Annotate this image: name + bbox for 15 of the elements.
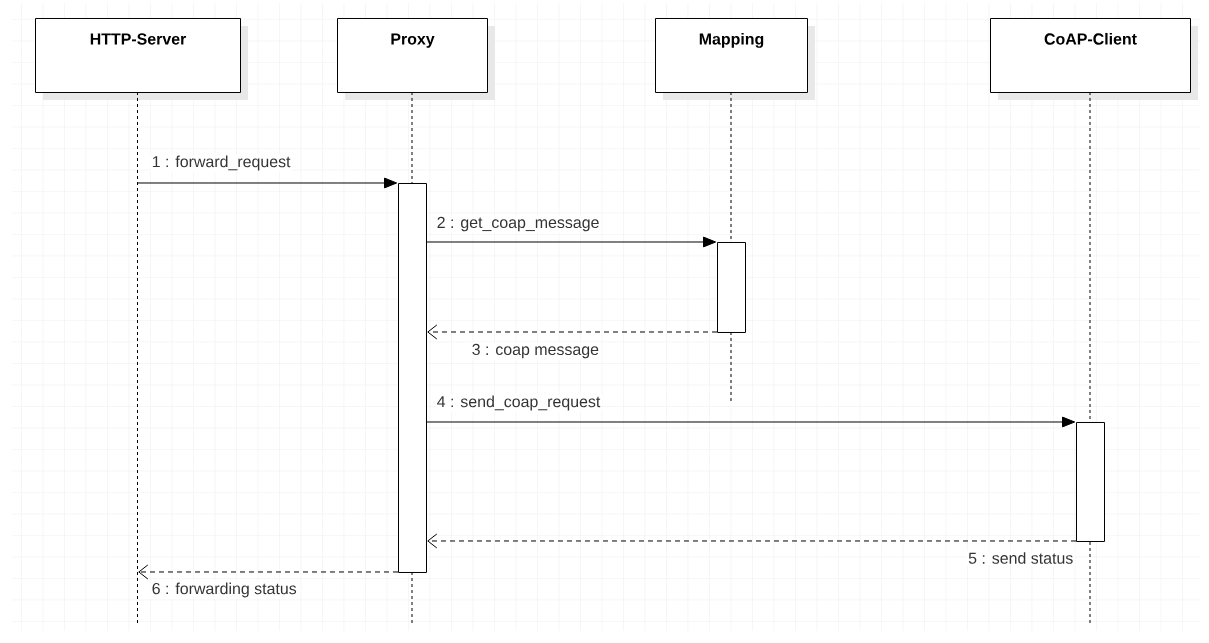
edge-label: 4 : send_coap_request	[435, 394, 602, 412]
activation-bar	[1076, 422, 1105, 542]
message-arrow	[137, 177, 398, 189]
edge-label: 3 : coap message	[470, 342, 601, 360]
message-arrow	[426, 236, 717, 248]
edge-label: 2 : get_coap_message	[435, 215, 601, 233]
message-arrow	[427, 533, 1077, 549]
message-arrow	[426, 416, 1076, 428]
activation-bar	[398, 183, 427, 573]
edge-label: 1 : forward_request	[150, 154, 292, 172]
message-arrow	[427, 324, 718, 340]
edge-label: 6 : forwarding status	[150, 581, 299, 599]
message-arrow	[138, 564, 399, 580]
edge-label: 5 : send status	[966, 550, 1075, 566]
activation-bar	[717, 242, 746, 333]
